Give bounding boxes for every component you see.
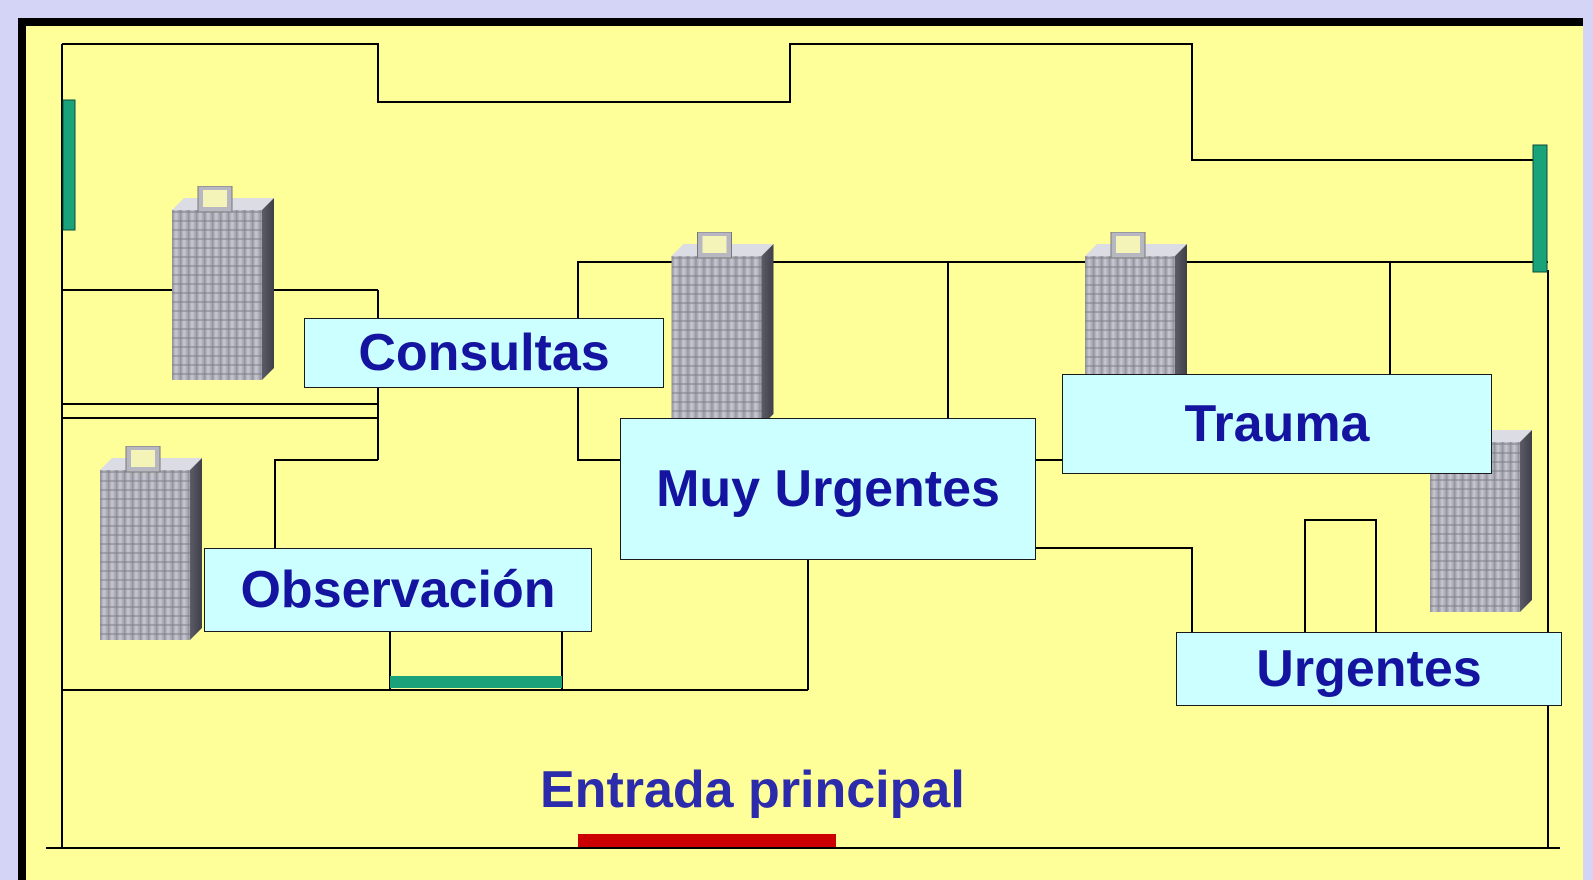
- server-icon: [100, 446, 203, 641]
- area-label-muy-urgentes: Muy Urgentes: [620, 418, 1036, 560]
- door-right: [1532, 144, 1548, 273]
- area-label-trauma: Trauma: [1062, 374, 1492, 474]
- area-label-observacion: Observación: [204, 548, 592, 632]
- door-left: [62, 99, 76, 231]
- door-observacion: [390, 676, 562, 688]
- main-entrance-label: Entrada principal: [540, 761, 965, 819]
- main-entrance-door: [578, 834, 836, 847]
- server-icon: [172, 186, 275, 381]
- area-label-consultas: Consultas: [304, 318, 664, 388]
- walls: [46, 43, 1560, 849]
- area-label-urgentes: Urgentes: [1176, 632, 1562, 706]
- server-icon: [670, 232, 775, 427]
